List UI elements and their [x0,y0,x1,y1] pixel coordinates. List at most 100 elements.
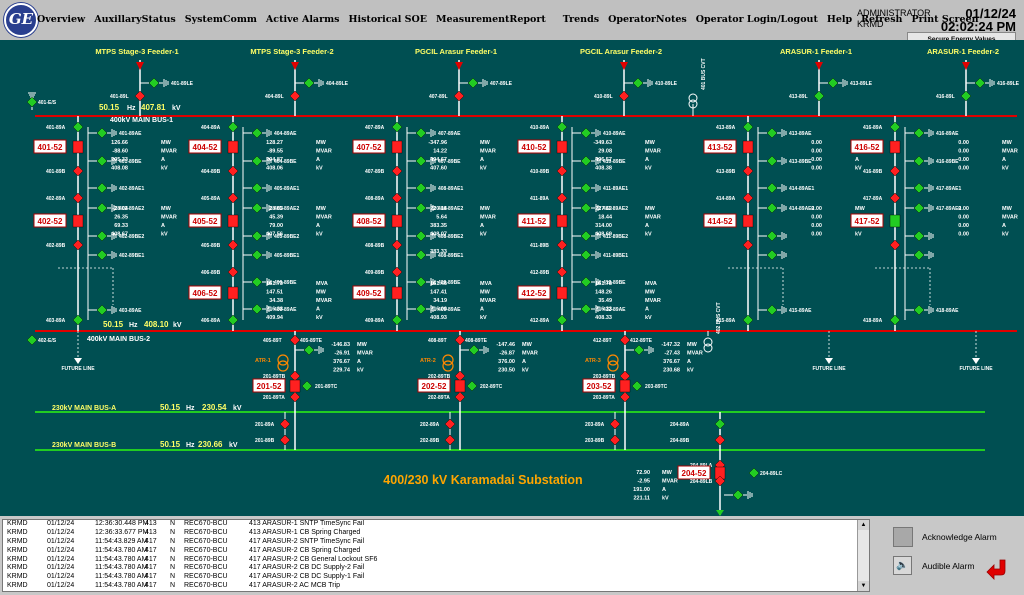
isolator-icon[interactable] [556,239,568,251]
scroll-down-icon[interactable]: ▼ [858,581,869,591]
breaker-icon[interactable] [556,140,568,154]
earth-switch-icon[interactable] [415,303,427,315]
audible-alarm-button[interactable]: 🔈 [893,556,912,575]
isolator-icon[interactable] [227,239,239,251]
alarm-scrollbar[interactable]: ▲ ▼ [857,520,869,591]
breaker-icon[interactable] [227,214,239,228]
busB-isolator-icon[interactable] [444,434,456,446]
menu-item-systemcomm[interactable]: SystemComm [184,14,257,25]
busA-isolator-icon[interactable] [279,418,291,430]
earth-switch-icon[interactable] [415,230,427,242]
isolator-icon[interactable] [556,192,568,204]
breaker-icon[interactable] [227,286,239,300]
earth-switch-icon[interactable] [96,155,108,167]
menu-item-active-alarms[interactable]: Active Alarms [265,14,340,25]
earth-switch-icon[interactable] [580,249,592,261]
isolator-icon[interactable] [454,391,466,403]
breaker-icon[interactable] [227,140,239,154]
earth-switch-icon[interactable] [580,155,592,167]
line-switch-icon[interactable] [453,90,465,102]
earth-switch-icon[interactable] [766,230,778,242]
isolator-icon[interactable] [391,266,403,278]
earth-switch-icon[interactable] [580,182,592,194]
earth-switch-icon[interactable] [467,77,479,89]
line-switch-icon[interactable] [960,90,972,102]
earth-switch-icon[interactable] [96,304,108,316]
breaker-icon[interactable] [889,140,901,154]
earth-switch-icon[interactable] [96,202,108,214]
earth-switch-icon[interactable] [766,182,778,194]
bus1-isolator-icon[interactable] [72,121,84,133]
earth-switch-icon[interactable] [148,77,160,89]
menu-item-operator-login-logout[interactable]: Operator Login/Logout [695,14,818,25]
earth-switch-icon[interactable] [913,202,925,214]
line-switch-icon[interactable] [134,90,146,102]
earth-switch-icon[interactable] [766,249,778,261]
earth-switch-icon[interactable] [766,127,778,139]
line-switch-icon[interactable] [813,90,825,102]
busB-isolator-icon[interactable] [714,434,726,446]
earth-switch-icon[interactable] [415,155,427,167]
earth-switch-icon[interactable] [96,249,108,261]
menu-item-overview[interactable]: Overview [37,14,86,25]
earth-switch-icon[interactable] [632,77,644,89]
bus2-isolator-icon[interactable] [742,314,754,326]
isolator-icon[interactable] [742,239,754,251]
scroll-up-icon[interactable]: ▲ [858,520,869,530]
menu-item-refresh[interactable]: Refresh [861,14,903,25]
earth-switch-icon[interactable] [251,303,263,315]
earth-switch-icon[interactable] [415,202,427,214]
busB-isolator-icon[interactable] [609,434,621,446]
earth-switch-icon[interactable] [415,182,427,194]
earth-switch-icon[interactable] [251,230,263,242]
transformer-isolator-icon[interactable] [289,334,301,346]
earth-switch-icon[interactable] [913,127,925,139]
earth-switch-icon[interactable] [415,276,427,288]
earth-switch-icon[interactable] [96,182,108,194]
menu-item-trends[interactable]: Trends [562,14,600,25]
breaker-icon[interactable] [391,286,403,300]
busA-isolator-icon[interactable] [714,418,726,430]
earth-switch-icon[interactable] [766,202,778,214]
isolator-icon[interactable] [742,165,754,177]
bus2-isolator-icon[interactable] [72,314,84,326]
bus2-isolator-icon[interactable] [889,314,901,326]
isolator-icon[interactable] [556,266,568,278]
earth-switch-icon[interactable] [303,344,315,356]
busB-isolator-icon[interactable] [279,434,291,446]
isolator-icon[interactable] [889,192,901,204]
isolator-icon[interactable] [227,266,239,278]
isolator-icon[interactable] [391,165,403,177]
earth-switch-icon[interactable] [580,230,592,242]
isolator-icon[interactable] [72,165,84,177]
bus1-isolator-icon[interactable] [391,121,403,133]
breaker-icon[interactable] [556,214,568,228]
menu-item-print-screen[interactable]: Print Screen [911,14,979,25]
isolator-icon[interactable] [556,165,568,177]
earth-switch-icon[interactable] [913,182,925,194]
breaker-icon[interactable] [889,214,901,228]
earth-switch-icon[interactable] [580,127,592,139]
menu-item-measurementreport[interactable]: MeasurementReport [436,14,546,25]
bus2-earth-switch-icon[interactable] [26,334,38,346]
isolator-icon[interactable] [631,380,643,392]
earth-switch-icon[interactable] [580,276,592,288]
breaker-icon[interactable] [556,286,568,300]
earth-switch-icon[interactable] [251,202,263,214]
earth-switch-icon[interactable] [468,344,480,356]
isolator-icon[interactable] [289,391,301,403]
menu-item-help[interactable]: Help [826,14,853,25]
earth-switch-icon[interactable] [415,249,427,261]
earth-switch-icon[interactable] [580,202,592,214]
menu-item-operatornotes[interactable]: OperatorNotes [608,14,687,25]
breaker-icon[interactable] [72,140,84,154]
isolator-icon[interactable] [889,165,901,177]
transformer-isolator-icon[interactable] [619,334,631,346]
